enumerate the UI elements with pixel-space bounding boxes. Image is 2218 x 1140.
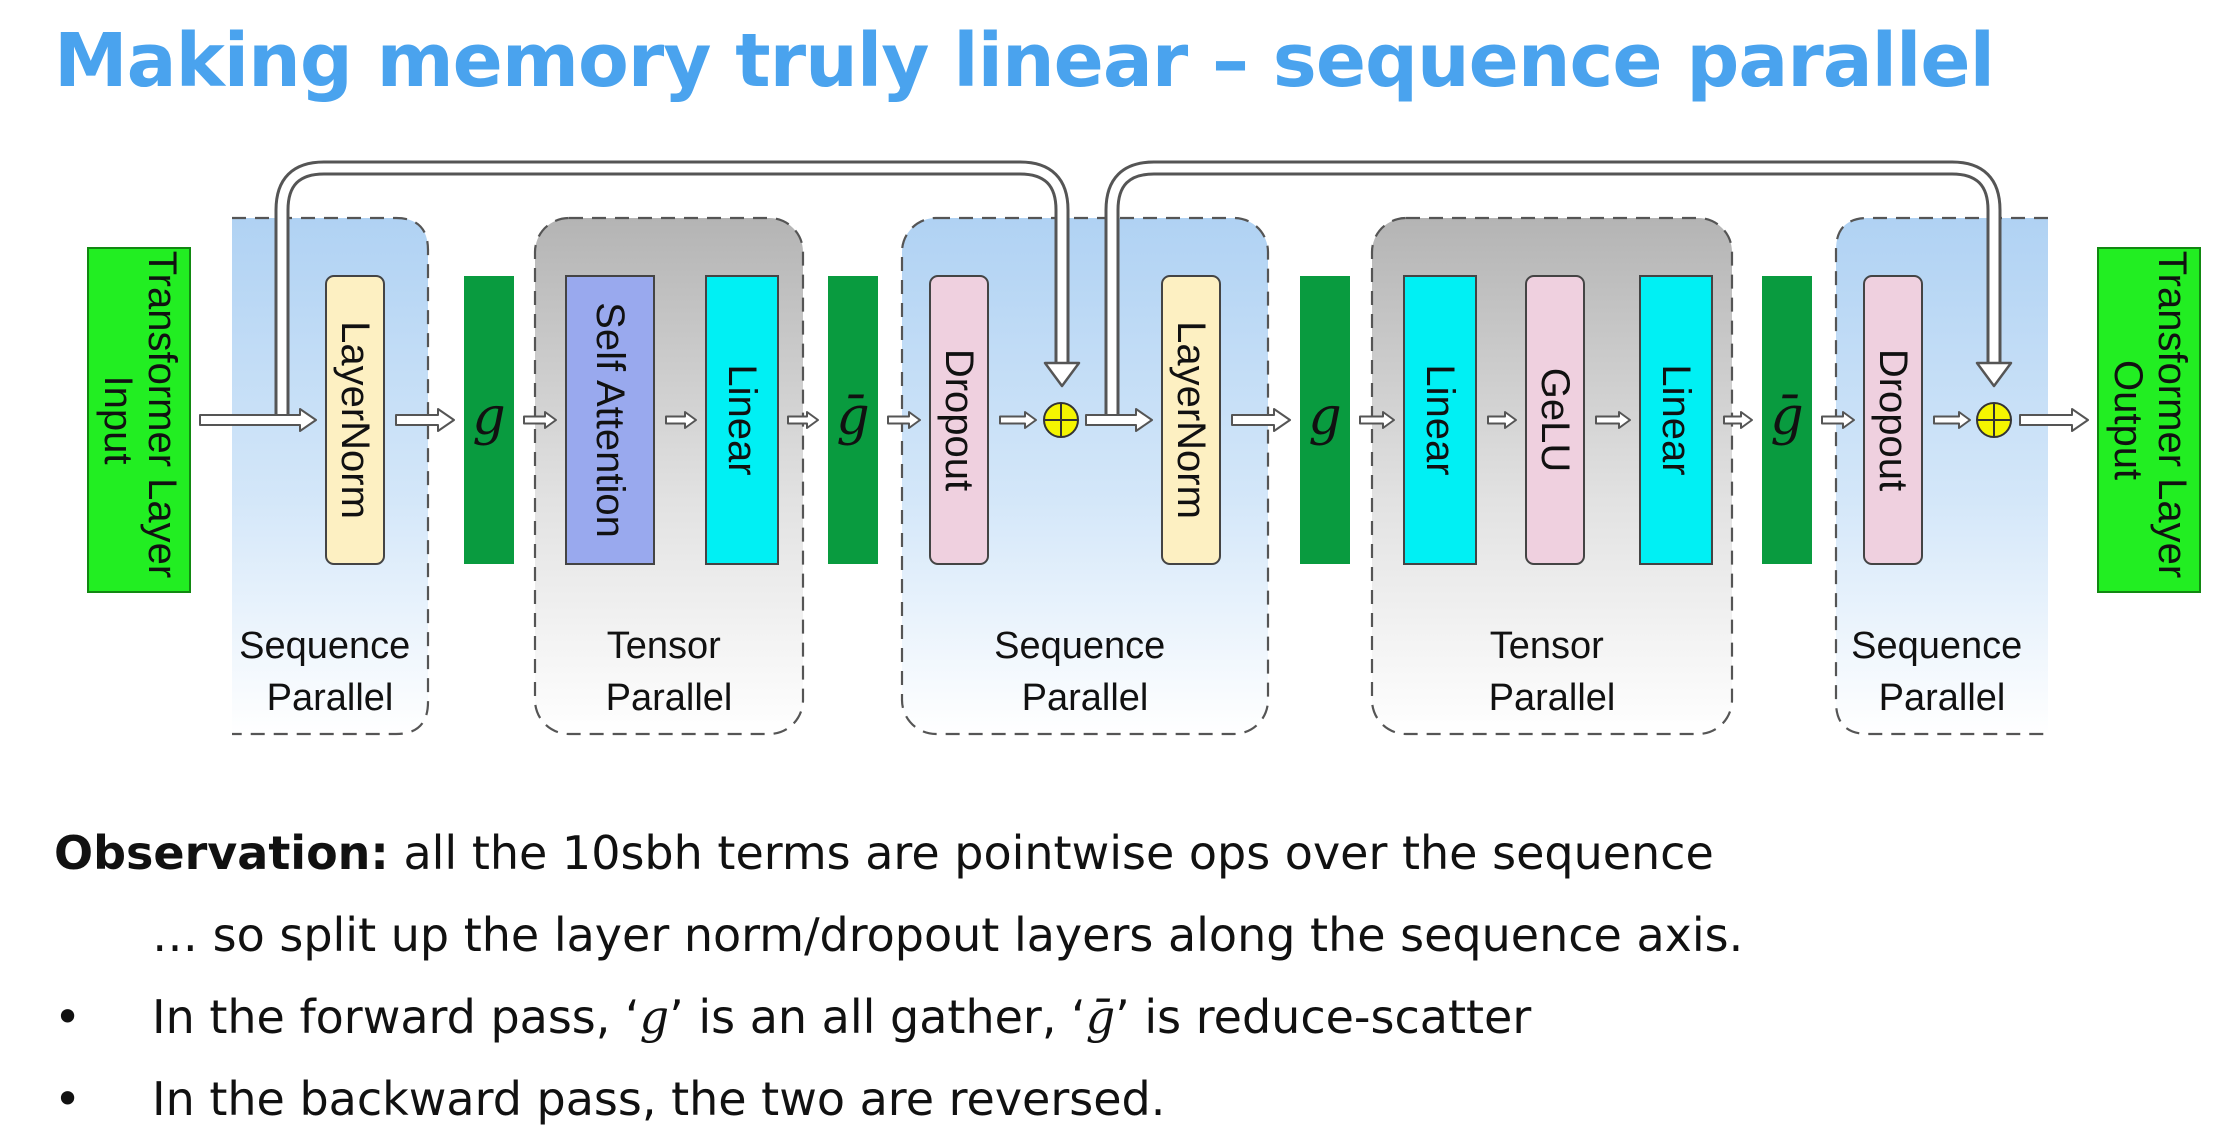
flow-arrow-5 (787, 411, 819, 429)
linear-block-1 (705, 275, 779, 565)
dropout-block-1 (929, 275, 989, 565)
observation-continuation: … so split up the layer norm/dropout lay… (152, 908, 1744, 962)
layernorm-label-1: LayerNorm (333, 321, 377, 519)
g-label-2: g (1308, 387, 1341, 447)
flow-arrows (199, 408, 2089, 432)
group-seq-2-label: Sequence Parallel (994, 625, 1176, 719)
flow-arrow-4 (665, 411, 697, 429)
residual-arrow-2 (1104, 160, 2013, 420)
observation-heading: Observation: (54, 826, 389, 880)
group-tensor-2-label: Tensor Parallel (1489, 625, 1616, 719)
linear-label-2: Linear (1418, 364, 1462, 475)
observation-line: Observation: all the 10sbh terms are poi… (54, 812, 2174, 894)
transformer-input-block (87, 247, 191, 593)
self-attention-label: Self Attention (588, 302, 632, 538)
flow-arrow-16 (2019, 408, 2089, 432)
layernorm-block-2 (1161, 275, 1221, 565)
self-attention-block (565, 275, 655, 565)
g-block-2 (1300, 276, 1350, 564)
flow-arrow-13 (1723, 411, 1753, 429)
transformer-output-label: Transformer Layer Output (2106, 251, 2194, 590)
flow-arrow-15 (1933, 411, 1971, 429)
g-block-1 (464, 276, 514, 564)
flow-arrow-11 (1487, 411, 1517, 429)
flow-arrow-2 (395, 408, 455, 432)
group-seq-3-label: Sequence Parallel (1851, 625, 2033, 719)
gelu-block (1525, 275, 1585, 565)
flow-arrow-14 (1821, 411, 1855, 429)
layernorm-block-1 (325, 275, 385, 565)
flow-arrow-10 (1359, 411, 1395, 429)
flow-arrow-7 (999, 411, 1037, 429)
flow-arrow-3 (523, 411, 557, 429)
layernorm-label-2: LayerNorm (1169, 321, 1213, 519)
flow-arrow-12 (1595, 411, 1631, 429)
bullet-dot: • (54, 1072, 82, 1126)
bullet-forward-pass: • In the forward pass, ‘g’ is an all gat… (54, 976, 2174, 1058)
dropout-block-2 (1863, 275, 1923, 565)
g-label-1: g (472, 387, 505, 447)
transformer-output-block (2097, 247, 2201, 593)
flow-arrow-9 (1231, 408, 1291, 432)
gbar-block-2 (1762, 276, 1812, 564)
linear-block-3 (1639, 275, 1713, 565)
slide-title: Making memory truly linear – sequence pa… (54, 18, 1995, 104)
group-tensor-1-label: Tensor Parallel (606, 625, 733, 719)
flow-arrow-8 (1085, 408, 1153, 432)
bullet-dot: • (54, 990, 82, 1044)
flow-arrow-1 (199, 408, 317, 432)
gbar-symbol: ḡ (1085, 990, 1116, 1044)
body-text: Observation: all the 10sbh terms are poi… (54, 812, 2174, 1140)
bullet-backward-pass: • In the backward pass, the two are reve… (54, 1058, 2174, 1140)
gbar-block-1 (828, 276, 878, 564)
g-symbol: g (639, 990, 670, 1044)
observation-body: all the 10sbh terms are pointwise ops ov… (388, 826, 1714, 880)
gelu-label: GeLU (1533, 368, 1577, 473)
dropout-label-2: Dropout (1871, 349, 1915, 491)
gbar-label-2: ḡ (1770, 387, 1803, 447)
transformer-input-label: Transformer Layer Input (96, 251, 184, 590)
flow-arrow-6 (887, 411, 921, 429)
residual-arrow-1 (274, 160, 1081, 420)
gbar-label-1: ḡ (836, 387, 869, 447)
linear-block-2 (1403, 275, 1477, 565)
linear-label-3: Linear (1654, 364, 1698, 475)
add-node-1 (1043, 402, 1079, 438)
dropout-label-1: Dropout (937, 349, 981, 491)
sequence-parallel-diagram: Sequence Parallel Tensor Parallel Sequen… (87, 160, 2201, 736)
add-node-2 (1976, 402, 2012, 438)
linear-label-1: Linear (720, 364, 764, 475)
group-seq-1-label: Sequence Parallel (239, 625, 421, 719)
